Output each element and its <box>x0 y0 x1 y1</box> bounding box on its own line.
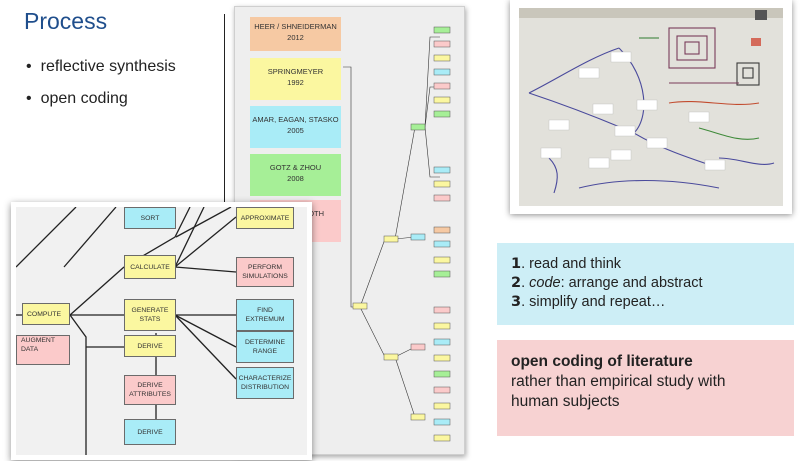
steps-box: 1. read and think 2. code: arrange and a… <box>497 243 794 325</box>
divider-line <box>224 14 225 214</box>
bullet-list: reflective synthesis open coding <box>26 58 176 122</box>
whiteboard-image <box>519 8 783 206</box>
step-item: 3. simplify and repeat… <box>511 294 666 310</box>
step-item: 1. read and think <box>511 256 622 272</box>
note-heading: open coding of literature <box>511 353 693 370</box>
whiteboard-drawing <box>519 8 783 206</box>
node-compute: COMPUTE <box>22 303 70 325</box>
node-approximate: APPROXIMATE <box>236 207 294 229</box>
whiteboard-photo <box>510 0 792 214</box>
step-item: 2. code: arrange and abstract <box>511 275 703 291</box>
node-derive: DERIVE <box>124 335 176 357</box>
note-line: rather than empirical study with <box>511 373 726 390</box>
node-calculate: CALCULATE <box>124 255 176 279</box>
slide-title: Process <box>24 8 108 34</box>
node-derive-bottom: DERIVE <box>124 419 176 445</box>
bullet-item: reflective synthesis <box>26 58 176 76</box>
bullet-item: open coding <box>26 90 176 108</box>
node-sort: SORT <box>124 207 176 229</box>
zoom-connectors <box>16 207 237 455</box>
taxonomy-tree-graphic <box>343 26 451 442</box>
note-box: open coding of literature rather than em… <box>497 340 794 436</box>
note-line: human subjects <box>511 393 620 410</box>
